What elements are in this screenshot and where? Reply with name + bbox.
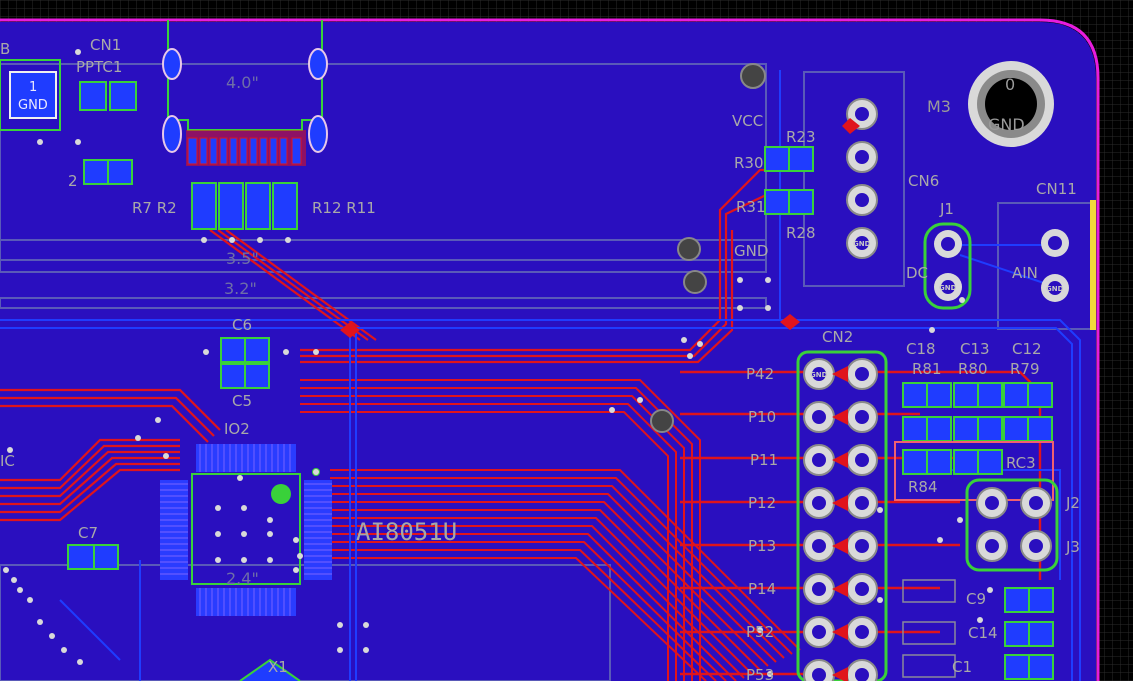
label-p11: P11: [750, 451, 778, 469]
label-c1-partial: C1: [952, 658, 972, 676]
label-p53: P53: [746, 666, 774, 681]
label-mtg-gnd: GND: [988, 115, 1025, 134]
dim-4-0: 4.0": [226, 73, 259, 92]
label-chip-name: AI8051U: [356, 518, 457, 546]
label-c6: C6: [232, 316, 252, 334]
usb-mount-hole: [162, 115, 182, 153]
r23-r28-pads: [764, 146, 814, 215]
label-rc3: RC3: [1006, 454, 1036, 472]
usb-mount-hole: [162, 48, 182, 80]
dim-3-5: 3.5": [226, 249, 259, 268]
label-mtg-num: 0: [1005, 75, 1015, 94]
j2-j3-headers: [965, 478, 1059, 572]
label-gnd-box-num: 1: [29, 80, 37, 95]
label-ic-partial: IC: [0, 452, 15, 470]
vias: [3, 49, 993, 677]
pptc1-pads: [79, 81, 137, 185]
label-c7: C7: [78, 524, 98, 542]
usb-mount-hole: [308, 115, 328, 153]
label-p42: P42: [746, 365, 774, 383]
resistor-outlines: [902, 579, 956, 678]
lower-right-pads: [1004, 587, 1054, 680]
label-p13: P13: [748, 537, 776, 555]
bus-traces-diagonal: [300, 379, 801, 681]
label-r79: R79: [1010, 360, 1040, 378]
usb-mount-hole: [308, 48, 328, 80]
usb-connector: [162, 20, 328, 166]
x1-crystal: [239, 658, 301, 681]
label-p14: P14: [748, 580, 776, 598]
label-pptc1: PPTC1: [76, 58, 122, 76]
mounting-hole-m3: [968, 61, 1054, 147]
label-j3: J3: [1065, 538, 1080, 556]
pin-label-gnd: GND: [853, 240, 871, 248]
dim-3-2: 3.2": [224, 279, 257, 298]
c6-c5-pads: [220, 337, 270, 389]
rc3-highlight-box: [894, 441, 1054, 501]
usb-resistor-pads: [191, 182, 298, 230]
label-cn1: CN1: [90, 36, 121, 54]
label-p52: P52: [746, 623, 774, 641]
pin-label-gnd: GND: [810, 371, 828, 379]
label-p12: P12: [748, 494, 776, 512]
board-outline: [0, 18, 1100, 681]
label-gnd: GND: [734, 242, 768, 260]
label-cn6: CN6: [908, 172, 939, 190]
label-c13: C13: [960, 340, 990, 358]
pin-label-gnd: GND: [1046, 285, 1064, 293]
label-c9-partial: C9: [966, 590, 986, 608]
label-vcc: VCC: [732, 112, 763, 130]
label-m3: M3: [927, 97, 951, 116]
label-r7-r2: R7 R2: [132, 199, 177, 217]
label-r30: R30: [734, 154, 764, 172]
label-r31: R31: [736, 198, 766, 216]
j1-header: [923, 222, 972, 310]
label-c5: C5: [232, 392, 252, 410]
label-r23: R23: [786, 128, 816, 146]
label-x1: X1: [268, 658, 288, 676]
label-gnd-box: GND: [18, 98, 48, 113]
pin1-marker: [271, 484, 291, 504]
label-j2: J2: [1065, 494, 1080, 512]
label-c12: C12: [1012, 340, 1042, 358]
label-j1: J1: [939, 200, 954, 218]
dim-2-4: 2.4": [226, 569, 259, 588]
label-p10: P10: [748, 408, 776, 426]
label-cn11: CN11: [1036, 180, 1077, 198]
pin-labels: GND GND GND GND: [810, 240, 1064, 379]
label-dc: DC: [906, 264, 928, 282]
label-io2: IO2: [224, 420, 250, 438]
label-ain: AIN: [1012, 264, 1038, 282]
label-r28: R28: [786, 224, 816, 242]
label-cn2: CN2: [822, 328, 853, 346]
mcu-chip: [160, 444, 332, 616]
gnd-test-pad: [0, 59, 61, 131]
drc-markers: [340, 118, 860, 338]
filter-pads: [902, 382, 1053, 475]
label-r80: R80: [958, 360, 988, 378]
cn2-header: [796, 350, 888, 681]
cn6-header: [846, 98, 878, 259]
bottom-traces: [0, 70, 1081, 681]
label-b-partial: B: [0, 40, 10, 58]
c7-pads: [67, 544, 119, 570]
label-c2-partial: 2: [68, 172, 78, 190]
label-r12-r11: R12 R11: [312, 199, 376, 217]
pin-label-gnd: GND: [939, 284, 957, 292]
label-r84: R84: [908, 478, 938, 496]
cn11-header: [1041, 229, 1069, 302]
label-r81: R81: [912, 360, 942, 378]
silkscreen-layer: CN1 PPTC1 B 1 GND 2 R7 R2 R12 R11 4.0" 3…: [0, 36, 1080, 681]
edge-mark: [1090, 200, 1096, 330]
label-c18: C18: [906, 340, 936, 358]
label-c14: C14: [968, 624, 998, 642]
